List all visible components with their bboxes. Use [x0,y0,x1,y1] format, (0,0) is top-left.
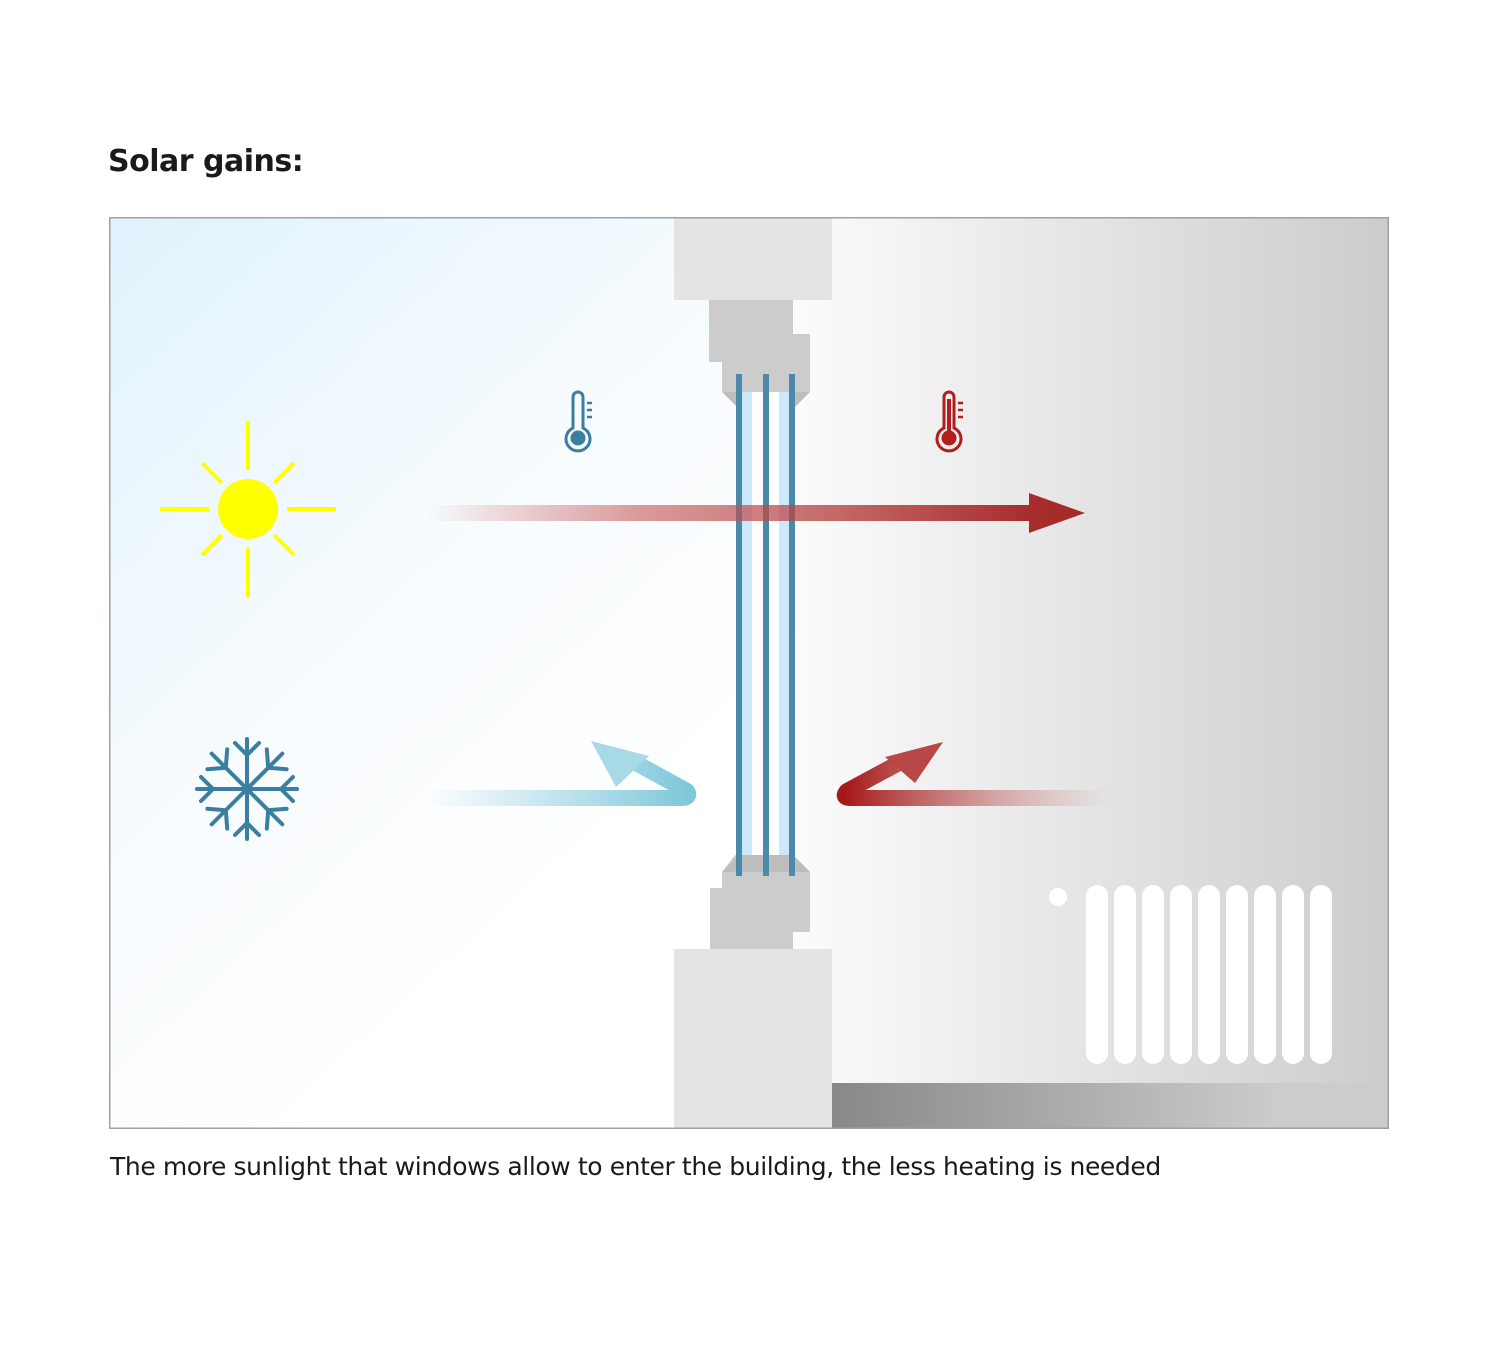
radiator-icon [1049,885,1332,1064]
diagram-caption: The more sunlight that windows allow to … [110,1152,1161,1181]
window-frame-bottom [710,855,810,949]
glass-panes [736,374,795,876]
cold-reflected-arrow [419,741,697,806]
thermometer-cold-icon [564,390,592,453]
heat-reflected-arrow [836,742,1115,806]
floor [832,1083,1389,1129]
solar-gains-diagram [109,217,1389,1129]
wall-top [674,217,832,300]
wall-bottom [674,949,832,1129]
thermometer-hot-icon [935,390,963,453]
diagram-title: Solar gains: [108,144,304,179]
snowflake-icon [195,737,299,841]
outside-sky [109,217,749,1129]
solar-gain-arrow [427,493,1085,533]
sun-icon [160,421,336,597]
window-frame-top [709,300,810,409]
